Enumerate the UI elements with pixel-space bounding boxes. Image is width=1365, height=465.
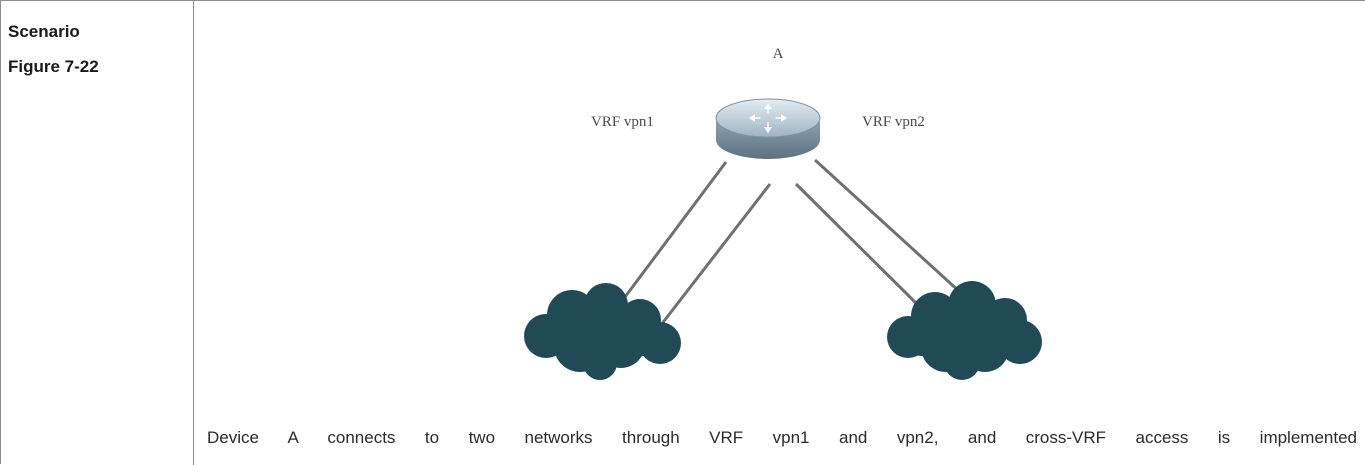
cloud-icon <box>524 283 681 380</box>
cloud-icon <box>887 281 1042 380</box>
scenario-description: Device A connects to two networks throug… <box>207 428 1357 447</box>
link-vpn1-inner <box>652 183 772 335</box>
router-icon <box>715 98 821 159</box>
device-label: A <box>773 46 784 62</box>
link-vpn1-outer <box>617 161 728 306</box>
vrf-vpn2-label: VRF vpn2 <box>862 114 925 130</box>
scenario-label: Scenario <box>8 22 80 41</box>
network-links <box>617 158 974 335</box>
label-cell: Scenario Figure 7-22 <box>1 1 194 465</box>
link-vpn2-inner <box>794 182 928 315</box>
link-vpn2-outer <box>813 158 974 305</box>
vrf-vpn1-label: VRF vpn1 <box>591 114 654 130</box>
figure-label: Figure 7-22 <box>8 57 99 76</box>
